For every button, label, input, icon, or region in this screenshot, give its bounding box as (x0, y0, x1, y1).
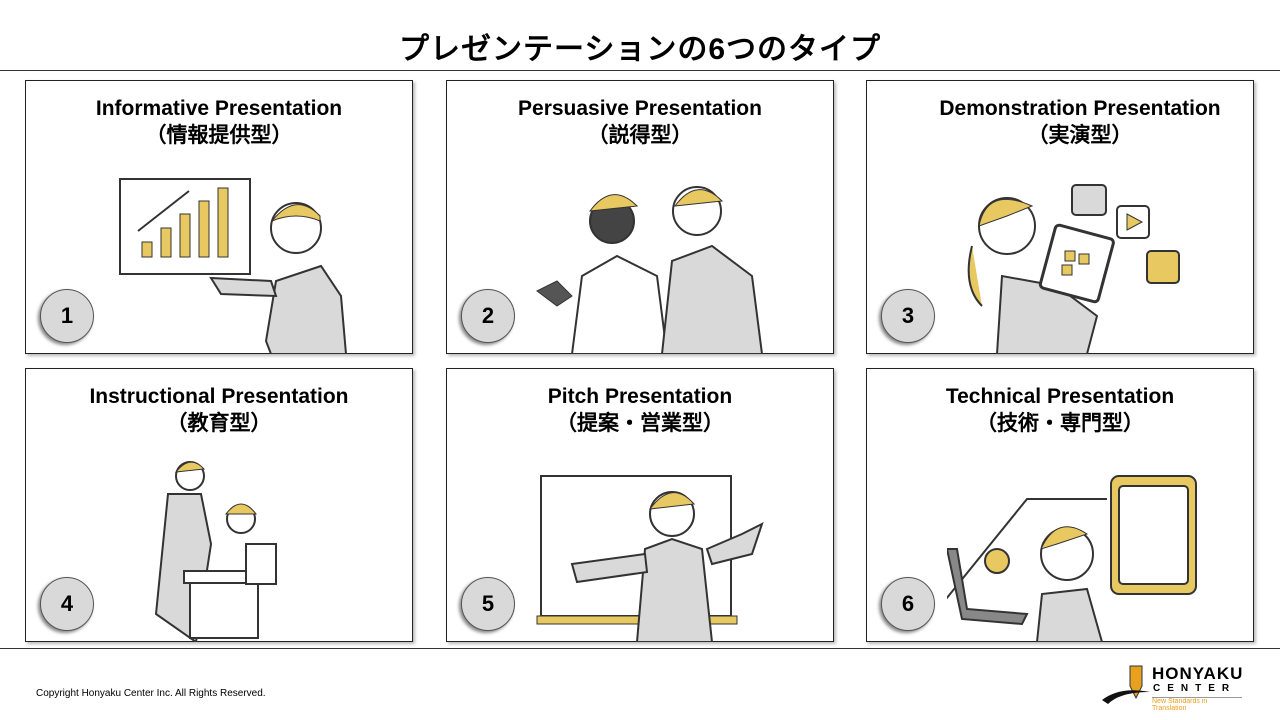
card-title: Pitch Presentation（提案・営業型） (547, 385, 733, 435)
header-divider (0, 70, 1280, 71)
card-persuasive: Persuasive Presentation（説得型） 2 (446, 80, 834, 354)
card-title: Informative Presentation（情報提供型） (95, 97, 343, 147)
number-badge: 1 (40, 289, 94, 343)
honyaku-center-logo: HONYAKU CENTER New Standards in Translat… (1100, 664, 1250, 712)
card-title: Demonstration Presentation（実演型） (939, 97, 1221, 147)
card-title: Persuasive Presentation（説得型） (518, 97, 762, 147)
card-pitch: Pitch Presentation（提案・営業型） 5 (446, 368, 834, 642)
card-technical: Technical Presentation（技術・専門型） 6 (866, 368, 1254, 642)
page-title: プレゼンテーションの6つのタイプ (398, 33, 882, 66)
card-informative: Informative Presentation（情報提供型） 1 (25, 80, 413, 354)
copyright-text: Copyright Honyaku Center Inc. All Rights… (36, 688, 266, 699)
pen-nib-icon (1102, 665, 1150, 704)
persuasion-illustration (536, 186, 764, 354)
technical-illustration (947, 475, 1197, 642)
number-badge: 3 (881, 289, 935, 343)
tablet-demo-illustration (967, 184, 1180, 354)
pitch-illustration (536, 475, 764, 642)
card-title: Technical Presentation（技術・専門型） (945, 385, 1175, 435)
teacher-student-illustration (154, 461, 277, 642)
card-instructional: Instructional Presentation（教育型） 4 (25, 368, 413, 642)
card-title: Instructional Presentation（教育型） (89, 385, 349, 435)
number-badge: 4 (40, 577, 94, 631)
footer-divider (0, 648, 1280, 649)
number-badge: 5 (461, 577, 515, 631)
number-badge: 6 (881, 577, 935, 631)
number-badge: 2 (461, 289, 515, 343)
presenter-chart-illustration (119, 178, 348, 354)
card-demonstration: Demonstration Presentation（実演型） 3 (866, 80, 1254, 354)
